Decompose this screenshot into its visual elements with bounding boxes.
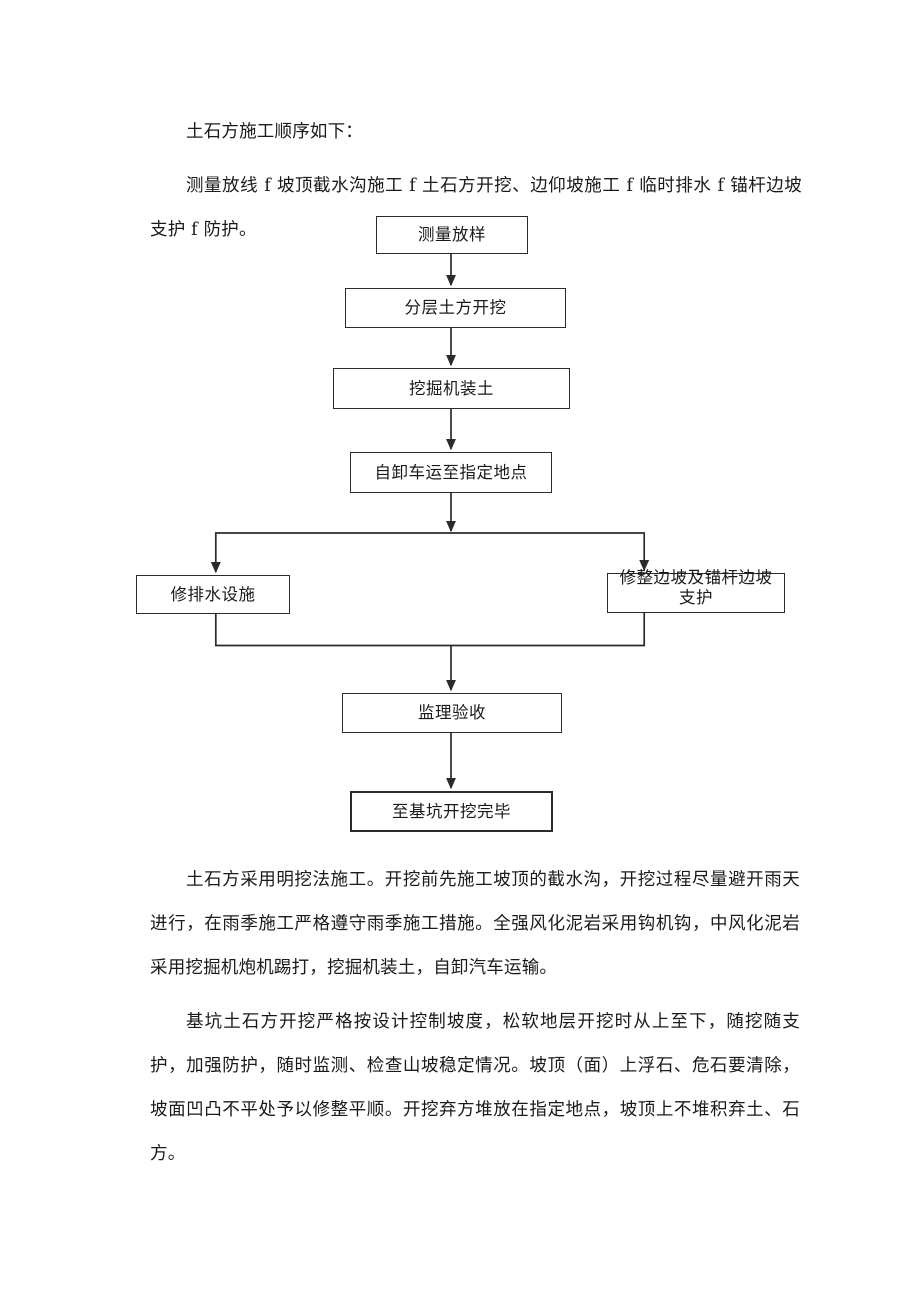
flow-node-dump-truck-haul[interactable]: 自卸车运至指定地点 [350, 452, 552, 493]
paragraph-open-cut-method: 土石方采用明挖法施工。开挖前先施工坡顶的截水沟，开挖过程尽量避开雨天进行，在雨季… [150, 869, 800, 978]
flow-node-drainage-facility[interactable]: 修排水设施 [136, 575, 290, 614]
flow-node-layered-excavation[interactable]: 分层土方开挖 [345, 288, 566, 328]
flow-node-slope-anchor-support-label: 修整边坡及锚杆边坡支护 [619, 568, 773, 607]
flow-node-excavation-complete-label: 至基坑开挖完毕 [392, 801, 511, 821]
flow-node-excavator-loading-label: 挖掘机装土 [409, 378, 494, 398]
flow-node-supervision-acceptance[interactable]: 监理验收 [342, 693, 562, 733]
flow-node-survey[interactable]: 测量放样 [376, 216, 528, 254]
flow-node-layered-excavation-label: 分层土方开挖 [404, 298, 507, 317]
flow-node-dump-truck-haul-label: 自卸车运至指定地点 [374, 462, 528, 482]
flow-node-drainage-facility-label: 修排水设施 [170, 584, 256, 604]
flowchart-connectors [210, 254, 650, 790]
flow-node-survey-label: 测量放样 [418, 225, 486, 244]
earthwork-flowchart: 测量放样 分层土方开挖 挖掘机装土 自卸车运至指定地点 修排水设施 修整边坡及锚… [0, 200, 920, 845]
flow-node-supervision-acceptance-label: 监理验收 [418, 703, 486, 722]
paragraph-slope-control: 基坑土石方开挖严格按设计控制坡度，松软地层开挖时从上至下，随挖随支护，加强防护，… [150, 1011, 800, 1164]
paragraph-intro: 土石方施工顺序如下： [186, 121, 363, 142]
flow-node-slope-anchor-support[interactable]: 修整边坡及锚杆边坡支护 [607, 568, 785, 613]
flow-node-excavation-complete[interactable]: 至基坑开挖完毕 [350, 791, 553, 832]
paragraph-construction-sequence: 测量放线 f 坡顶截水沟施工 f 土石方开挖、边仰坡施工 f 临时排水 f 锚杆… [150, 175, 802, 240]
flow-node-excavator-loading[interactable]: 挖掘机装土 [333, 368, 570, 409]
